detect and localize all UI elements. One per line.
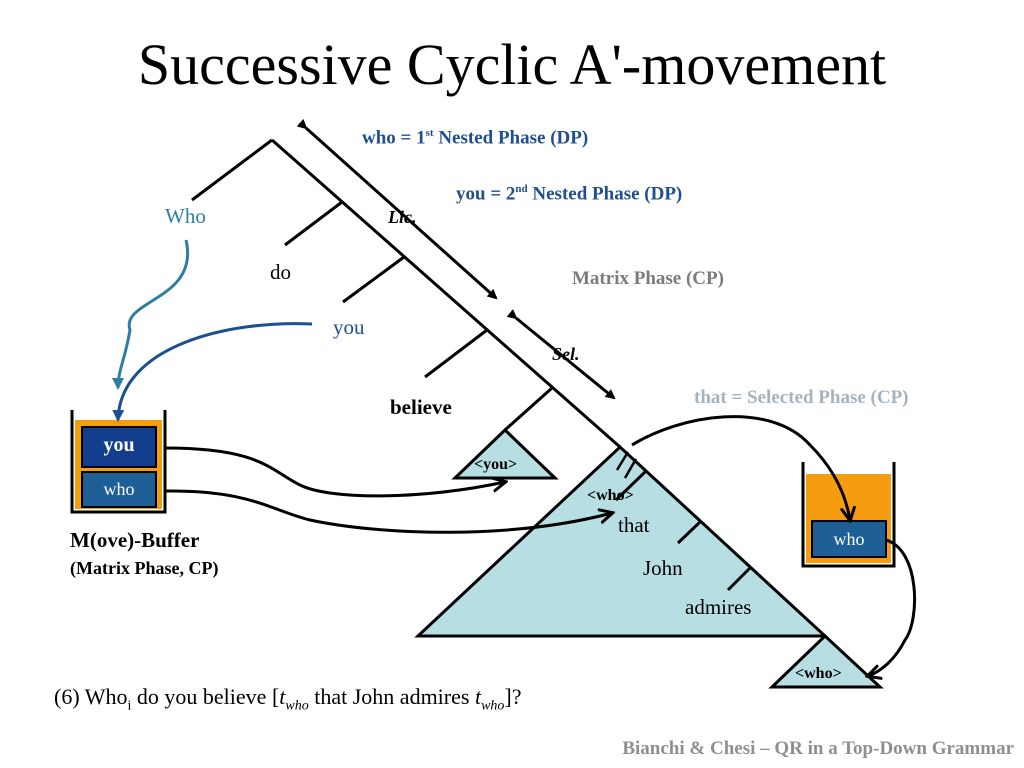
m-buffer-who-text: who — [103, 479, 135, 499]
word-who: Who — [165, 204, 206, 228]
you-trace-label: <you> — [474, 456, 518, 473]
m-buffer-cell-who — [81, 471, 157, 508]
tree-branch-who-mid — [614, 470, 647, 502]
who-trace-mid-label: <who> — [587, 487, 634, 504]
small-buffer-who-text: who — [833, 529, 865, 549]
tree-branch-do — [284, 200, 343, 247]
embedded-cp-triangle — [414, 444, 829, 638]
tree-branch-you — [342, 255, 405, 304]
slide-title: Successive Cyclic A'-movement — [137, 32, 887, 97]
word-admires: admires — [685, 595, 752, 619]
lic-arrow — [296, 118, 498, 300]
you-buffer-to-trace-arrow — [164, 446, 505, 498]
tree-branch-who — [191, 138, 273, 202]
selected-phase-label: that = Selected Phase (CP) — [694, 387, 909, 408]
word-you: you — [333, 315, 365, 339]
you-to-buffer-arrow — [112, 322, 313, 422]
m-buffer-label: M(ove)-Buffer — [70, 528, 200, 552]
who-to-buffer-arrow — [112, 239, 190, 390]
m-buffer-container — [70, 410, 167, 514]
matrix-phase-label: Matrix Phase (CP) — [572, 268, 724, 289]
tree-branch-believe — [424, 328, 488, 379]
sel-label: Sel. — [552, 344, 580, 364]
tree-branch-you-trace — [504, 386, 553, 432]
tick-mark-1 — [615, 451, 630, 471]
who-phase-label: who = 1st Nested Phase (DP) — [362, 127, 589, 149]
word-john: John — [643, 556, 683, 580]
small-buffer-container — [801, 462, 896, 568]
who-trace-low-label: <who> — [795, 665, 842, 682]
m-buffer-you-text: you — [103, 434, 135, 456]
example-sentence: (6) Whoi do you believe [twho that John … — [54, 684, 522, 714]
lic-label: Lic. — [388, 207, 417, 227]
small-buffer-to-trace-arrow — [868, 538, 917, 676]
credit-footer: Bianchi & Chesi – QR in a Top-Down Gramm… — [622, 738, 1014, 759]
word-believe: believe — [390, 395, 452, 419]
who-buffer-to-trace-arrow — [164, 489, 612, 534]
tick-mark-2 — [623, 458, 638, 479]
you-phase-label: you = 2nd Nested Phase (DP) — [456, 183, 683, 205]
who-trace-low-triangle — [768, 633, 884, 689]
small-buffer-cell-who — [811, 520, 887, 558]
tree-branch-john — [726, 566, 752, 592]
trace-to-small-buffer-arrow — [631, 415, 850, 520]
word-do: do — [270, 260, 291, 284]
m-buffer-cell-you — [81, 426, 157, 468]
m-buffer-sublabel: (Matrix Phase, CP) — [70, 558, 219, 578]
word-that: that — [618, 513, 650, 537]
tree-branch-that — [676, 520, 702, 545]
sel-arrow — [506, 309, 616, 400]
